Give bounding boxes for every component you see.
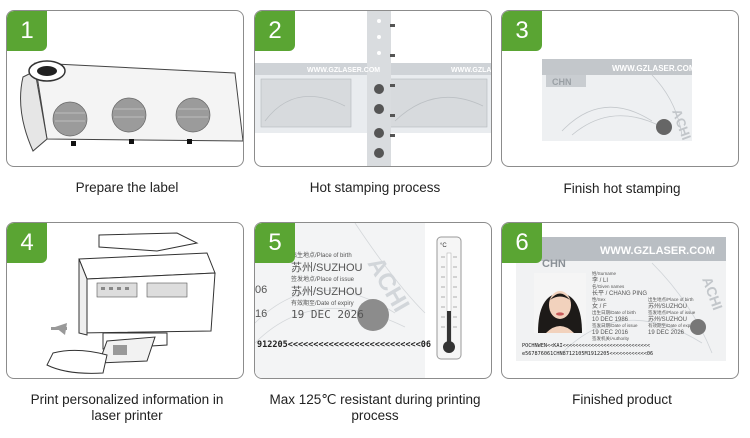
- right-line-1: 出生地点/Place of birth: [648, 296, 694, 303]
- label-roll-illustration: [20, 60, 243, 152]
- id-line-9: 签发日期/Date of issue: [592, 322, 638, 329]
- id-line-2: 苏州/SUZHOU: [291, 261, 363, 274]
- step-5-card: 5 ACHI 出生地点/Place of birth 苏州/SUZHOU 签发地…: [254, 222, 492, 379]
- id-line-10: 19 DEC 2016: [592, 330, 629, 336]
- step-2-badge: 2: [255, 11, 295, 51]
- step-4-badge: 4: [7, 223, 47, 263]
- step-4-caption-line2: laser printer: [91, 408, 163, 423]
- right-line-6: 19 DEC 2026: [648, 330, 685, 336]
- finished-stamping-illustration: WWW.GZLASER.COM CHN ACHI: [542, 59, 696, 142]
- side-num-1: 06: [255, 284, 267, 296]
- id-line-6: 女 / F: [592, 302, 607, 310]
- step-2-card: 2 WWW.GZLASER.COM WWW.GZLASER.COM: [254, 10, 492, 167]
- id-line-8: 10 DEC 1986: [592, 317, 629, 323]
- right-line-3: 签发地点/Place of issue: [648, 309, 696, 316]
- thermometer-unit: °C: [440, 243, 447, 249]
- step-1-badge: 1: [7, 11, 47, 51]
- step-5-caption-line2: process: [351, 408, 399, 423]
- step-5-caption: Max 125℃ resistant during printing proce…: [250, 392, 500, 424]
- id-line-1: 出生地点/Place of birth: [291, 251, 352, 259]
- laser-printer-illustration: [46, 232, 216, 374]
- id-line-1: 姓/Surname: [592, 270, 617, 277]
- step-5-caption-line1: Max 125℃ resistant during printing: [269, 392, 481, 407]
- heat-resistance-illustration: ACHI 出生地点/Place of birth 苏州/SUZHOU 签发地点/…: [255, 223, 462, 378]
- mrz-line-1: POCHNWEN<<KAI<<<<<<<<<<<<<<<<<<<<<<<<<<<…: [522, 343, 650, 349]
- step-6-badge: 6: [502, 223, 542, 263]
- stamp-web-text: WWW.GZLASER.COM: [307, 67, 380, 74]
- step-3-badge: 3: [502, 11, 542, 51]
- right-line-2: 苏州/SUZHOU: [648, 302, 687, 310]
- web-text: WWW.GZLASER.COM: [612, 64, 696, 73]
- id-line-6: 19 DEC 2026: [291, 308, 364, 321]
- portrait-photo: [534, 273, 586, 333]
- step-2-caption: Hot stamping process: [309, 180, 441, 195]
- step-1-card: 1: [6, 10, 244, 167]
- web-text: WWW.GZLASER.COM: [600, 245, 715, 257]
- step-6-caption: Finished product: [572, 392, 672, 407]
- id-line-11: 签发机关/Authority: [592, 335, 630, 342]
- step-4-card: 4: [6, 222, 244, 379]
- id-line-3: 签发地点/Place of issue: [291, 275, 355, 283]
- right-line-5: 有效期至/Date of expiry: [648, 322, 696, 329]
- chn-text: CHN: [552, 77, 572, 87]
- id-line-2: 李 / LI: [592, 276, 608, 284]
- id-line-7: 出生日期/Date of birth: [592, 309, 636, 316]
- side-num-2: 16: [255, 308, 267, 320]
- step-1-caption: Prepare the label: [75, 180, 179, 195]
- id-line-5: 有效期至/Date of expiry: [291, 299, 354, 307]
- right-line-4: 苏州/SUZHOU: [648, 315, 687, 323]
- id-line-4: 长平 / CHANG PING: [592, 289, 647, 297]
- hot-stamping-illustration: WWW.GZLASER.COM WWW.GZLASER.COM: [255, 11, 492, 166]
- id-line-3: 名/Given names: [592, 283, 625, 290]
- stamp-web-text-right: WWW.GZLASER.COM: [451, 67, 492, 74]
- step-3-caption: Finish hot stamping: [563, 181, 681, 196]
- mrz-line-2: e567876061CHN8712105M1912205<<<<<<<<<<<<…: [522, 351, 653, 357]
- step-5-badge: 5: [255, 223, 295, 263]
- mrz-line: 912205<<<<<<<<<<<<<<<<<<<<<<<<<<06: [257, 340, 431, 350]
- chn-text: CHN: [542, 258, 566, 270]
- step-3-card: 3 WWW.GZLASER.COM CHN ACHI: [501, 10, 739, 167]
- step-4-caption: Print personalized information in laser …: [2, 392, 252, 424]
- id-line-4: 苏州/SUZHOU: [291, 285, 363, 298]
- step-6-card: 6 WWW.GZLASER.COM CHN ACHI 姓/Surname 李 /…: [501, 222, 739, 379]
- finished-id-card-illustration: WWW.GZLASER.COM CHN ACHI 姓/Surname 李 / L…: [516, 237, 726, 361]
- id-line-5: 性/Sex: [592, 296, 606, 303]
- step-4-caption-line1: Print personalized information in: [30, 392, 224, 407]
